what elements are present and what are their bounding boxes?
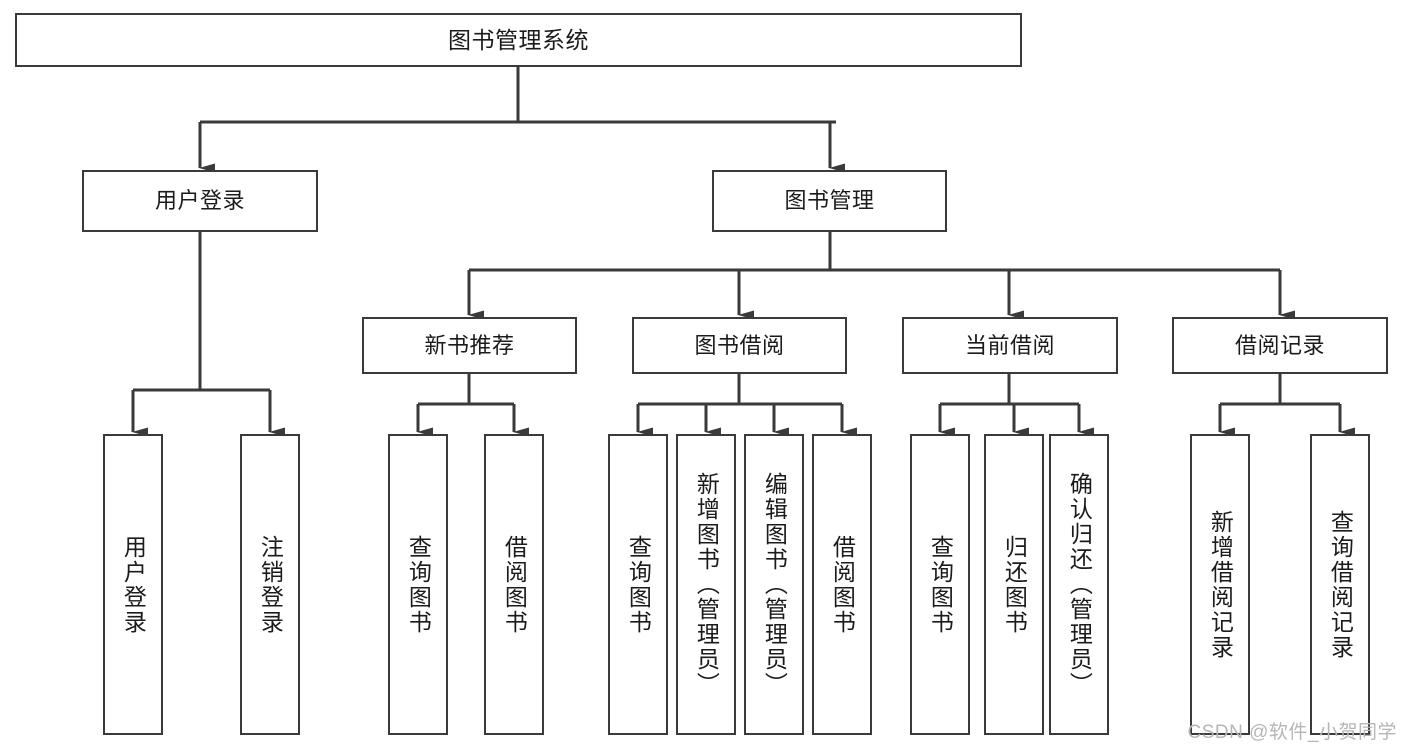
node-leaf-query-book-3[interactable]: 查询图书 <box>910 434 970 735</box>
node-leaf-borrow-book-2[interactable]: 借阅图书 <box>812 434 872 735</box>
node-leaf-query-book-3-label: 查询图书 <box>927 534 954 635</box>
node-book-manage-label: 图书管理 <box>784 188 875 214</box>
node-new-book-recommend-label: 新书推荐 <box>424 332 515 358</box>
node-leaf-borrow-book-2-label: 借阅图书 <box>829 534 856 635</box>
node-borrow-record-label: 借阅记录 <box>1234 332 1325 358</box>
node-leaf-borrow-book-1[interactable]: 借阅图书 <box>484 434 544 735</box>
node-root-label: 图书管理系统 <box>448 26 589 53</box>
node-root[interactable]: 图书管理系统 <box>15 13 1022 67</box>
node-new-book-recommend[interactable]: 新书推荐 <box>362 317 577 374</box>
node-leaf-logout[interactable]: 注销登录 <box>240 434 300 735</box>
node-book-borrow-label: 图书借阅 <box>694 332 785 358</box>
node-leaf-edit-book-label: 编辑图书（管理员） <box>761 472 788 697</box>
node-leaf-confirm-return-label: 确认归还（管理员） <box>1066 472 1093 697</box>
node-leaf-return-book[interactable]: 归还图书 <box>984 434 1044 735</box>
node-book-manage[interactable]: 图书管理 <box>712 170 947 232</box>
node-leaf-user-login[interactable]: 用户登录 <box>103 434 163 735</box>
node-book-borrow[interactable]: 图书借阅 <box>632 317 847 374</box>
node-leaf-add-book-label: 新增图书（管理员） <box>693 472 720 697</box>
node-leaf-user-login-label: 用户登录 <box>120 534 147 635</box>
node-current-borrow[interactable]: 当前借阅 <box>902 317 1118 374</box>
node-current-borrow-label: 当前借阅 <box>964 332 1055 358</box>
node-leaf-borrow-book-1-label: 借阅图书 <box>501 534 528 635</box>
node-leaf-add-record-label: 新增借阅记录 <box>1207 509 1234 660</box>
node-leaf-logout-label: 注销登录 <box>257 534 284 635</box>
node-user-login-label: 用户登录 <box>154 188 245 214</box>
node-user-login[interactable]: 用户登录 <box>82 170 318 232</box>
node-leaf-add-record[interactable]: 新增借阅记录 <box>1190 434 1250 735</box>
node-leaf-return-book-label: 归还图书 <box>1001 534 1028 635</box>
node-leaf-query-book-2-label: 查询图书 <box>625 534 652 635</box>
node-leaf-query-book-1[interactable]: 查询图书 <box>388 434 448 735</box>
node-leaf-add-book[interactable]: 新增图书（管理员） <box>676 434 736 735</box>
node-leaf-edit-book[interactable]: 编辑图书（管理员） <box>744 434 804 735</box>
watermark: CSDN @软件_小贺同学 <box>1187 722 1397 743</box>
node-leaf-query-record[interactable]: 查询借阅记录 <box>1310 434 1370 735</box>
node-borrow-record[interactable]: 借阅记录 <box>1172 317 1388 374</box>
node-leaf-query-record-label: 查询借阅记录 <box>1327 509 1354 660</box>
node-leaf-query-book-2[interactable]: 查询图书 <box>608 434 668 735</box>
node-leaf-query-book-1-label: 查询图书 <box>405 534 432 635</box>
node-leaf-confirm-return[interactable]: 确认归还（管理员） <box>1049 434 1109 735</box>
